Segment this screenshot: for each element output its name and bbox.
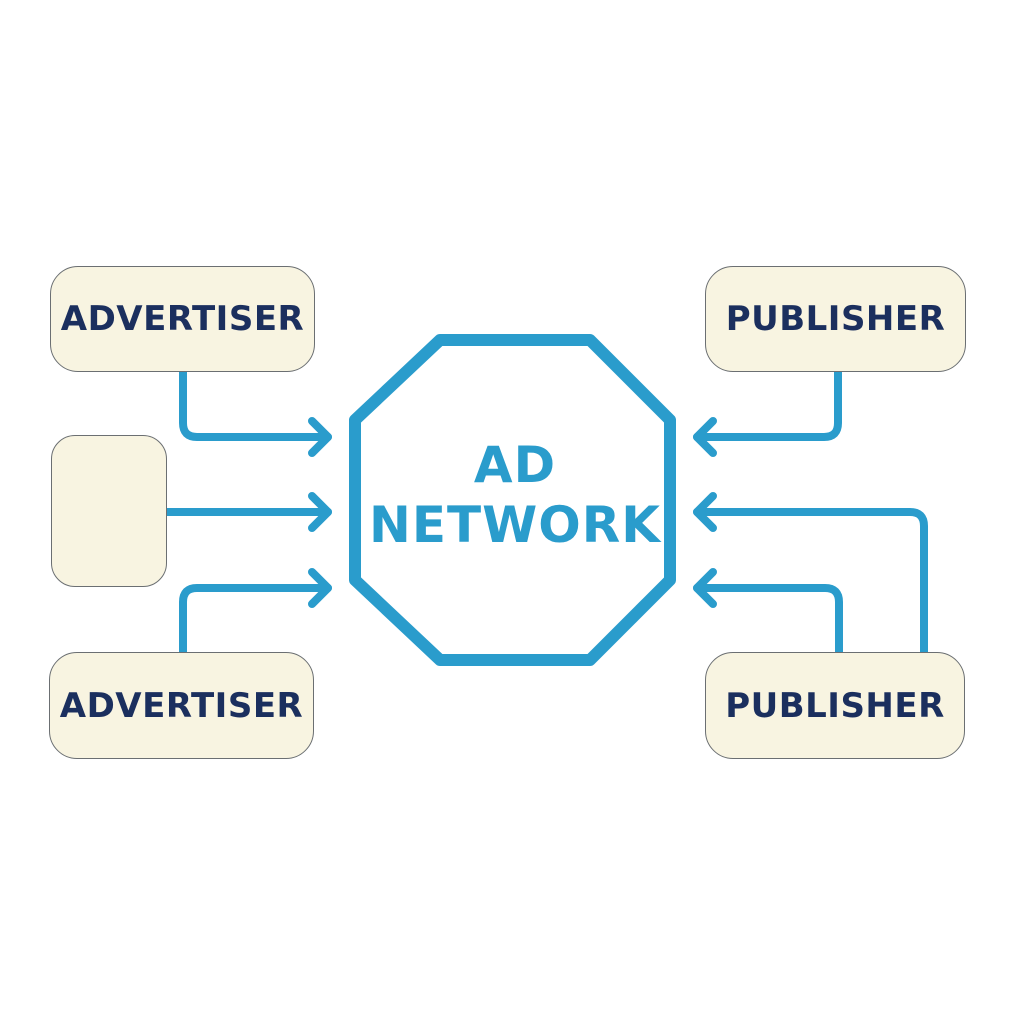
arrow-publisher-bottom-inner-to-network <box>693 584 843 656</box>
publisher-node-top-label: PUBLISHER <box>725 299 946 339</box>
arrow-head-left-icon <box>693 492 717 532</box>
publisher-node-top[interactable]: PUBLISHER <box>705 266 966 372</box>
ad-network-octagon[interactable] <box>349 334 676 666</box>
arrow-advertiser-bottom-to-network <box>179 584 332 656</box>
arrow-head-left-icon <box>693 417 717 457</box>
blank-node[interactable] <box>51 435 167 587</box>
publisher-node-bottom[interactable]: PUBLISHER <box>705 652 965 759</box>
ad-network-label-line2: NETWORK <box>368 496 661 554</box>
ad-network-label: AD NETWORK <box>340 435 690 555</box>
arrow-head-right-icon <box>308 417 332 457</box>
arrow-head-left-icon <box>693 568 717 608</box>
arrow-head-right-icon <box>308 568 332 608</box>
arrow-publisher-top-to-network <box>693 368 842 441</box>
publisher-node-bottom-label: PUBLISHER <box>725 685 945 726</box>
ad-network-label-line1: AD <box>473 436 557 494</box>
advertiser-node-bottom-label: ADVERTISER <box>59 685 304 726</box>
advertiser-node-top-label: ADVERTISER <box>60 299 305 339</box>
advertiser-node-bottom[interactable]: ADVERTISER <box>49 652 314 759</box>
arrow-publisher-bottom-outer-to-network <box>693 508 928 656</box>
advertiser-node-top[interactable]: ADVERTISER <box>50 266 315 372</box>
arrow-head-right-icon <box>308 492 332 532</box>
arrow-advertiser-top-to-network <box>179 368 332 441</box>
